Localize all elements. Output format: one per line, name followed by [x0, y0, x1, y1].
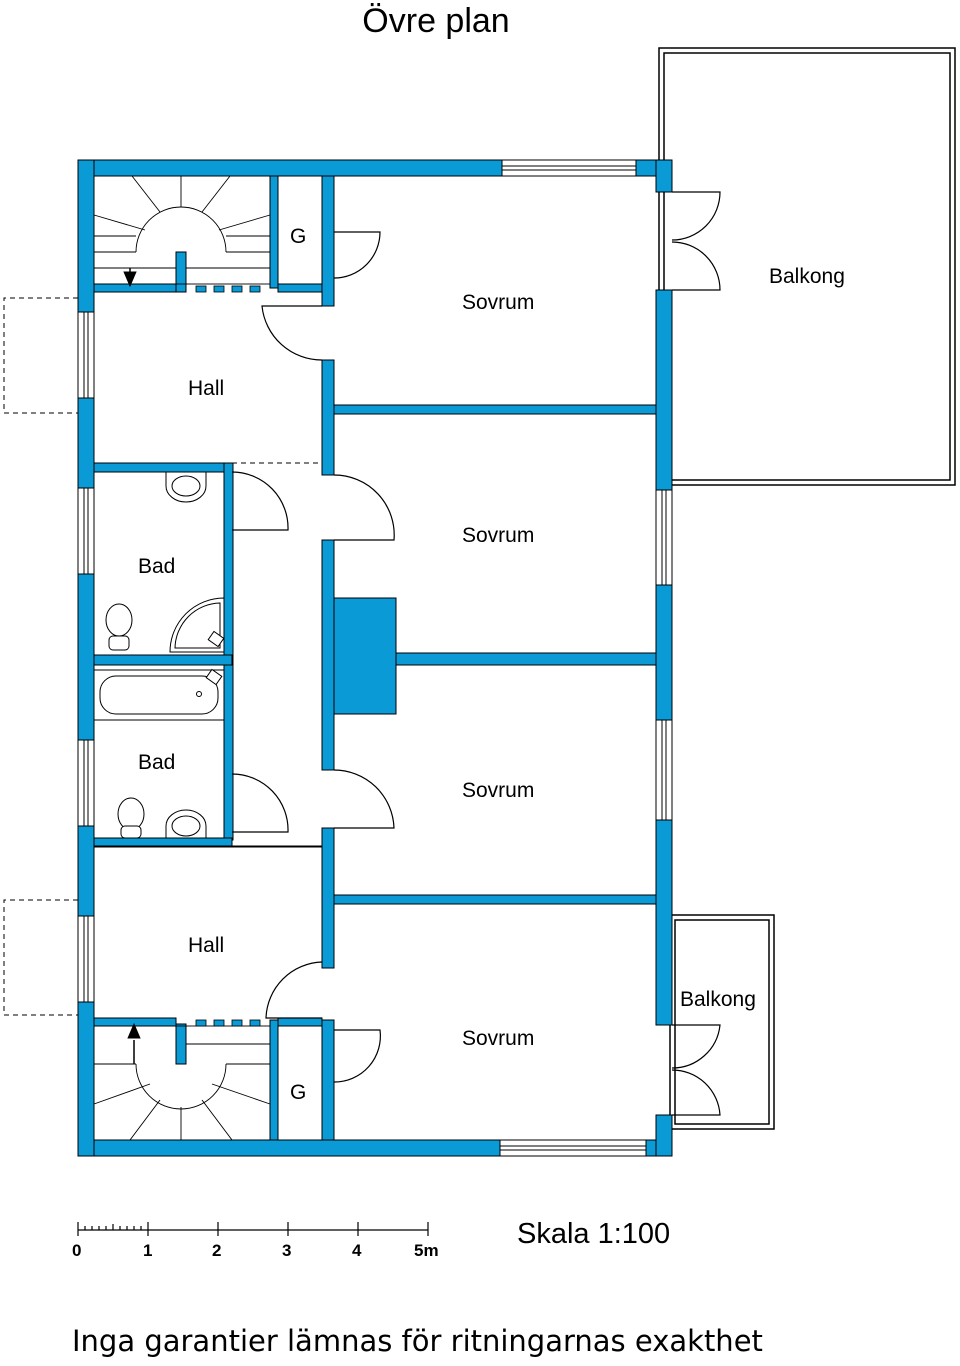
- scale-tick-1: 1: [143, 1241, 152, 1260]
- room-label-balkong-top: Balkong: [769, 265, 845, 288]
- bathroom-fixtures: [93, 471, 225, 839]
- room-label-sovrum-1: Sovrum: [462, 291, 534, 314]
- room-label-sovrum-2: Sovrum: [462, 524, 534, 547]
- scale-tick-0: 0: [72, 1241, 81, 1260]
- disclaimer: Inga garantier lämnas för ritningarnas e…: [72, 1324, 763, 1358]
- room-label-sovrum-4: Sovrum: [462, 1027, 534, 1050]
- room-label-hall-bottom: Hall: [188, 934, 224, 957]
- scale-tick-labels: 0 1 2 3 4 5m: [72, 1241, 439, 1260]
- balcony-bottom-outline: [669, 914, 775, 1130]
- room-label-hall-top: Hall: [188, 377, 224, 400]
- walls: [77, 159, 673, 1157]
- stairs-top: [93, 175, 271, 288]
- room-label-g-top: G: [290, 225, 306, 248]
- stairs-bottom-steps: [195, 1019, 261, 1027]
- scale-tick-3: 3: [282, 1241, 291, 1260]
- room-label-sovrum-3: Sovrum: [462, 779, 534, 802]
- room-labels: G Sovrum Balkong Hall Sovrum Bad Bad Sov…: [138, 225, 845, 1104]
- scale-tick-4: 4: [352, 1241, 362, 1260]
- room-label-balkong-bottom: Balkong: [680, 988, 756, 1011]
- scale-label: Skala 1:100: [517, 1218, 671, 1250]
- scale-tick-5m: 5m: [414, 1241, 439, 1260]
- balcony-top-outline: [658, 47, 956, 486]
- room-label-bad-bottom: Bad: [138, 751, 175, 774]
- room-label-g-bottom: G: [290, 1081, 306, 1104]
- scale-bar: [77, 1222, 429, 1236]
- room-label-bad-top: Bad: [138, 555, 175, 578]
- stairs-bottom: [93, 1022, 271, 1141]
- windows: [77, 159, 673, 1157]
- scale-tick-2: 2: [212, 1241, 221, 1260]
- doors: [231, 191, 721, 1116]
- stairs-top-steps: [195, 285, 261, 293]
- plan-title: Övre plan: [362, 2, 510, 40]
